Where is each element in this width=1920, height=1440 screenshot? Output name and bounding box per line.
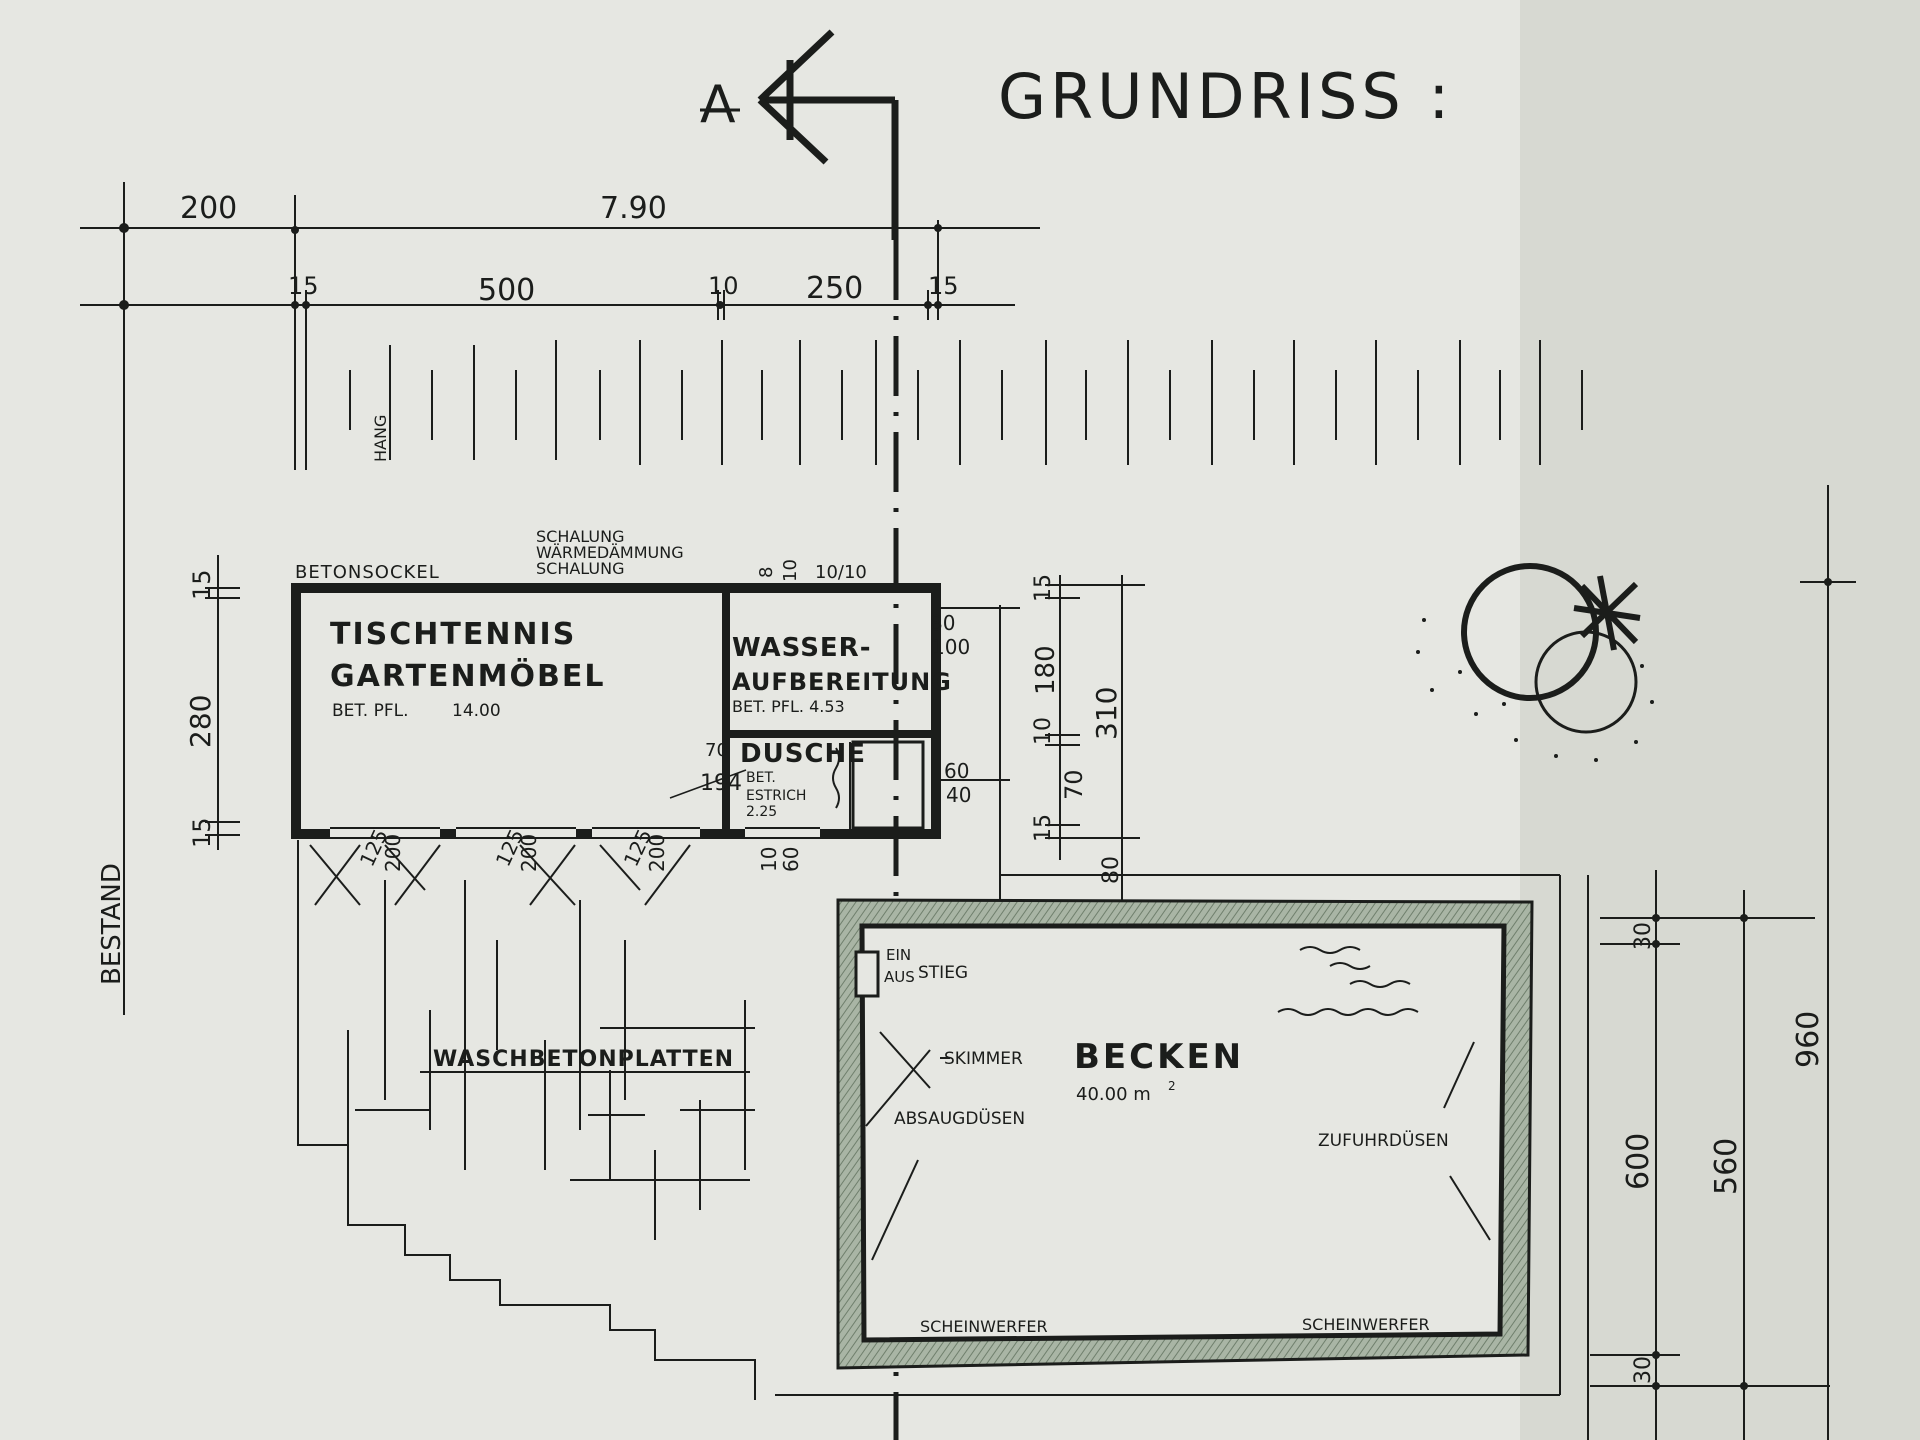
dim-10: 10 — [708, 272, 739, 300]
section-marker-label: A — [700, 75, 736, 135]
label-absaugduesen: ABSAUGDÜSEN — [894, 1107, 1025, 1129]
dim-top-1010: 10/10 — [815, 562, 867, 583]
dim-pool-30a: 30 — [1631, 922, 1656, 950]
dim-right-15: 15 — [1031, 574, 1056, 602]
label-scheinwerfer-1: SCHEINWERFER — [920, 1317, 1048, 1336]
tree-symbol-icon — [1416, 563, 1654, 762]
left-building-dimensions — [205, 555, 240, 850]
room-label-aufbereitung: AUFBEREITUNG — [732, 668, 952, 696]
pool-area: 40.00 m — [1076, 1084, 1151, 1105]
room-label-tischtennis: TISCHTENNIS — [330, 617, 576, 652]
pool-ladder[interactable] — [854, 950, 880, 998]
label-hang: HANG — [371, 415, 390, 462]
pool-fittings — [865, 1031, 1491, 1261]
section-arrow-icon — [757, 29, 899, 240]
dim-door-60: 60 — [779, 847, 803, 872]
dim-right-10: 10 — [1031, 717, 1056, 745]
dim-left-15-bottom: 15 — [188, 817, 216, 848]
dim-wall-100: 100 — [932, 635, 970, 659]
slope-hatch — [305, 340, 1583, 465]
room-area-1: 14.00 — [452, 701, 501, 721]
dim-left-15-top: 15 — [188, 569, 216, 600]
terrace-lines — [297, 840, 1561, 1400]
door-frames — [309, 827, 820, 906]
dim-shower-194: 194 — [700, 771, 742, 796]
label-betonsockel: BETONSOCKEL — [295, 562, 440, 583]
label-stieg: STIEG — [918, 963, 968, 983]
dim-top-10: 10 — [780, 559, 801, 582]
room-estrich: ESTRICH — [746, 788, 806, 804]
dim-door-200b: 200 — [517, 834, 541, 872]
dim-shower-70: 70 — [705, 740, 728, 761]
label-bestand: BESTAND — [97, 863, 127, 985]
label-schalung-2: SCHALUNG — [536, 559, 625, 578]
room-bet: BET. — [746, 770, 776, 786]
room-area-3: 2.25 — [746, 804, 777, 820]
label-zufuhrduesen: ZUFUHRDÜSEN — [1318, 1129, 1449, 1151]
shower-leader-line — [669, 769, 747, 799]
dim-right-70: 70 — [1060, 769, 1088, 800]
dim-500: 500 — [478, 273, 535, 308]
pool-basin — [859, 923, 1507, 1343]
dim-790: 7.90 — [600, 191, 667, 226]
dimension-dots — [119, 223, 942, 310]
dim-top-8: 8 — [756, 567, 777, 578]
dim-pool-560: 560 — [1709, 1138, 1744, 1195]
dim-pool-960: 960 — [1791, 1011, 1826, 1068]
right-pool-dimensions — [1587, 485, 1856, 1440]
dim-right-80: 80 — [1099, 856, 1124, 884]
right-building-dimensions — [936, 575, 1560, 900]
label-aus: AUS — [884, 968, 915, 986]
dim-pool-600: 600 — [1621, 1133, 1656, 1190]
dim-15a: 15 — [288, 272, 319, 300]
label-schalung-1: SCHALUNG — [536, 527, 625, 546]
water-waves-icon — [1277, 946, 1419, 1016]
room-bet-pfl-2: BET. PFL. 4.53 — [732, 697, 845, 716]
dim-door-200c: 200 — [645, 834, 669, 872]
page-fold-shade — [1520, 0, 1920, 1440]
dim-250: 250 — [806, 271, 863, 306]
dim-right-310: 310 — [1090, 687, 1123, 740]
room-label-wasser: WASSER- — [732, 633, 872, 663]
shower-hose-icon — [832, 747, 840, 809]
dim-wall-60: 60 — [944, 759, 969, 783]
room-bet-pfl-1: BET. PFL. — [332, 701, 408, 721]
dim-wall-80: 80 — [930, 611, 955, 635]
label-waschbetonplatten: WASCHBETONPLATTEN — [433, 1047, 734, 1072]
room-label-gartenmoebel: GARTENMÖBEL — [330, 657, 606, 694]
label-waermedaemmung: WÄRMEDÄMMUNG — [536, 543, 684, 562]
page-title: GRUNDRISS : — [998, 60, 1453, 133]
dim-left-280: 280 — [184, 695, 217, 748]
label-skimmer: SKIMMER — [944, 1049, 1023, 1069]
room-label-dusche: DUSCHE — [740, 739, 866, 769]
dim-15b: 15 — [928, 272, 959, 300]
label-scheinwerfer-2: SCHEINWERFER — [1302, 1315, 1430, 1334]
pool-area-sup: 2 — [1168, 1079, 1176, 1093]
pool-label-becken: BECKEN — [1074, 1037, 1244, 1077]
dim-right-180: 180 — [1031, 645, 1061, 695]
dim-door-200a: 200 — [381, 834, 405, 872]
label-ein: EIN — [886, 946, 911, 964]
dim-right-15b: 15 — [1031, 814, 1056, 842]
dim-wall-40: 40 — [946, 783, 971, 807]
dim-door-10: 10 — [757, 847, 781, 872]
dim-pool-30b: 30 — [1631, 1356, 1656, 1384]
pool-dimension-dots — [1652, 578, 1832, 1390]
dim-200: 200 — [180, 191, 237, 226]
